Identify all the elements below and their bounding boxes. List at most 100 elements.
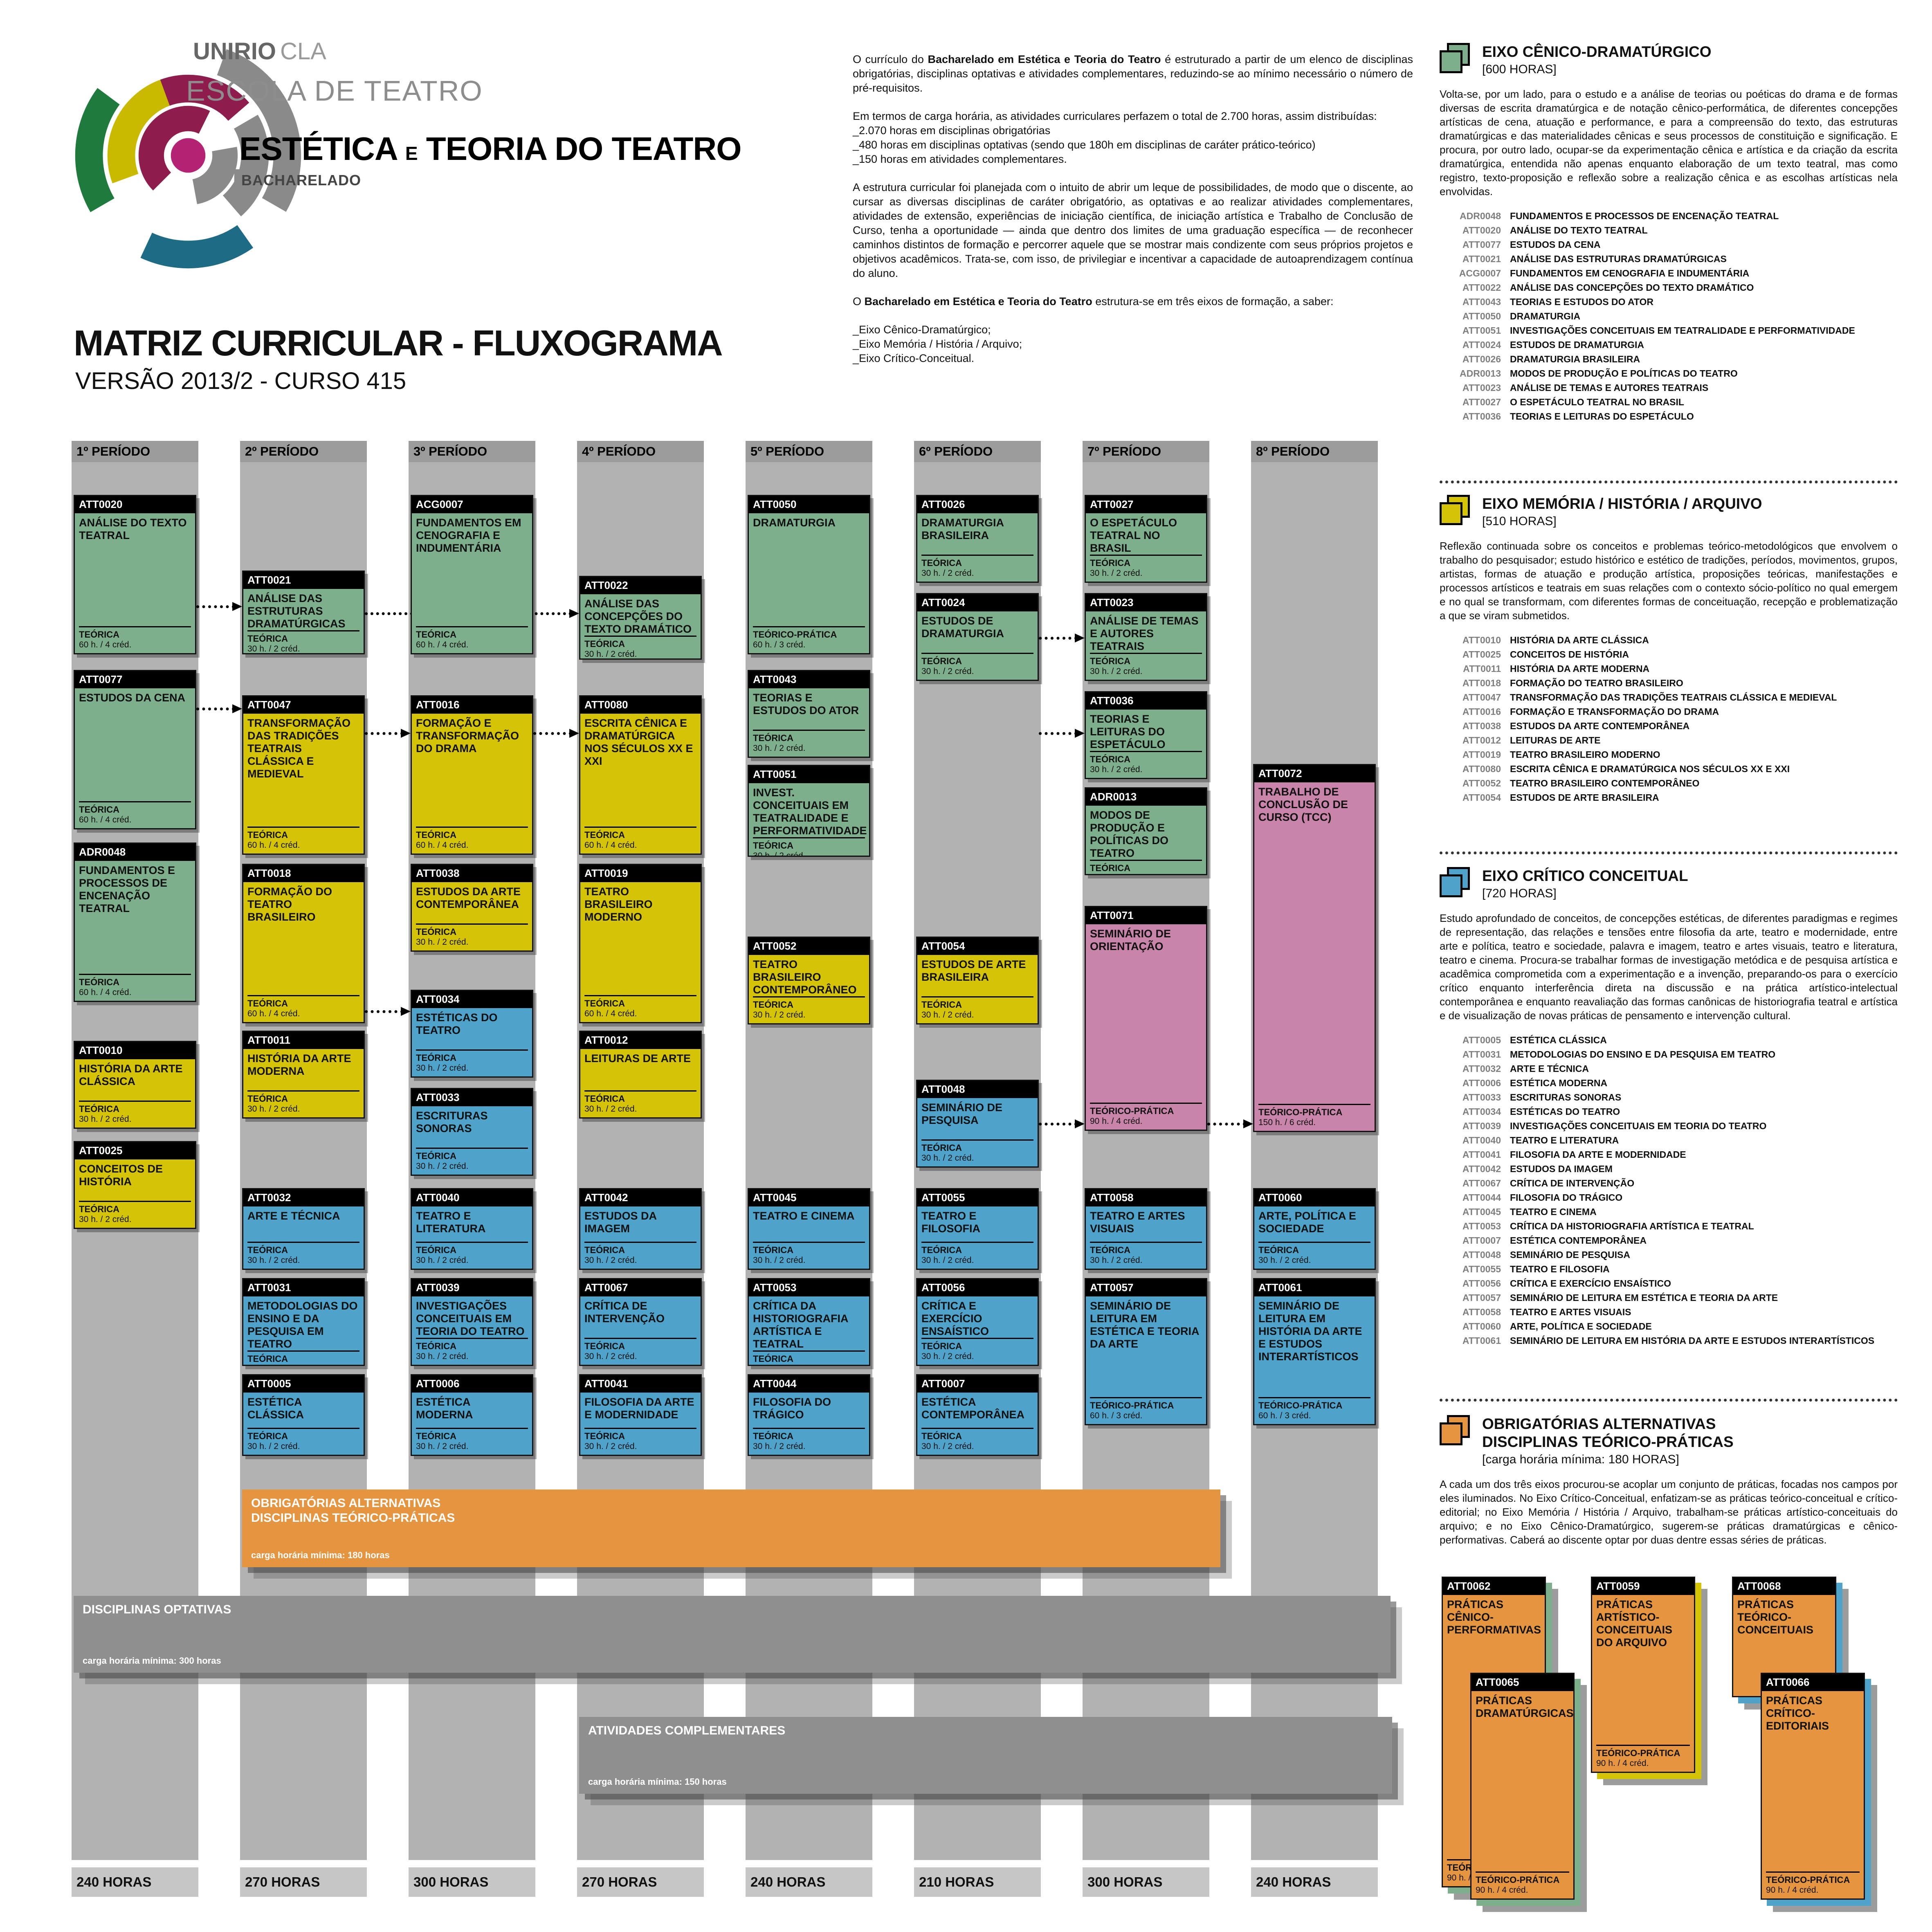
eixo-hours: [720 HORAS] [1482, 887, 1557, 900]
period-total-hours: 240 HORAS [72, 1867, 198, 1897]
course-body: TRANSFORMAÇÃO DAS TRADIÇÕES TEATRAIS CLÁ… [243, 714, 364, 854]
course-title: SEMINÁRIO DE LEITURA EM HISTÓRIA DA ARTE… [1258, 1300, 1362, 1363]
course-load: 90 h. / 4 créd. [1090, 1117, 1143, 1126]
course-code: ATT0065 [1471, 1674, 1573, 1691]
course-title: TRABALHO DE CONCLUSÃO DE CURSO (TCC) [1258, 786, 1348, 823]
course-list-name: ESTUDOS DA CENA [1510, 239, 1601, 250]
course-type: TEÓRICA [584, 998, 625, 1009]
alternativas-title-line2: DISCIPLINAS TEÓRICO-PRÁTICAS [251, 1511, 455, 1525]
course-list-code: ATT0042 [1462, 1164, 1501, 1174]
course-code: ATT0041 [580, 1375, 701, 1393]
course-list-name: FUNDAMENTOS EM CENOGRAFIA E INDUMENTÁRIA [1510, 268, 1750, 279]
course-type: TEÓRICA [753, 1000, 793, 1010]
course-list-code: ATT0043 [1462, 297, 1501, 307]
eixo-title: EIXO CÊNICO-DRAMATÚRGICO [1482, 43, 1712, 60]
course-type: TEÓRICA [584, 1431, 625, 1441]
course-list-name: TEATRO E CINEMA [1510, 1206, 1597, 1217]
course-type: TEÓRICA [584, 830, 625, 840]
course-load: 30 h. / 2 créd. [416, 1256, 469, 1265]
course-title: FORMAÇÃO E TRANSFORMAÇÃO DO DRAMA [416, 717, 519, 755]
period-header: 6º PERÍODO [914, 441, 1041, 462]
course-code: ATT0031 [243, 1279, 364, 1296]
course-title: CONCEITOS DE HISTÓRIA [79, 1163, 163, 1188]
course-type: TEÓRICA [1090, 863, 1130, 873]
course-list-name: FILOSOFIA DA ARTE E MODERNIDADE [1510, 1149, 1686, 1160]
course-type: TEÓRICA [584, 639, 625, 649]
course-list-code: ATT0016 [1462, 706, 1501, 717]
course-list-name: ESTUDOS DE DRAMATURGIA [1510, 339, 1644, 350]
course-type: TEÓRICA [79, 1204, 119, 1214]
course-list-name: TRANSFORMAÇÃO DAS TRADIÇÕES TEATRAIS CLÁ… [1510, 692, 1837, 703]
course-title: ESCRITURAS SONORAS [416, 1110, 488, 1134]
course-type: TEÓRICA [247, 1094, 288, 1104]
course-list-code: ATT0007 [1462, 1235, 1501, 1246]
course-code: ATT0034 [412, 991, 532, 1008]
dotted-separator [1440, 851, 1898, 854]
course-type: TEÓRICA [753, 1354, 793, 1364]
period-header: 1º PERÍODO [72, 441, 198, 462]
course-type: TEÓRICA [247, 1431, 288, 1441]
flow-arrowhead [401, 729, 411, 738]
course-title: ESTUDOS DA ARTE CONTEMPORÂNEA [416, 885, 521, 910]
